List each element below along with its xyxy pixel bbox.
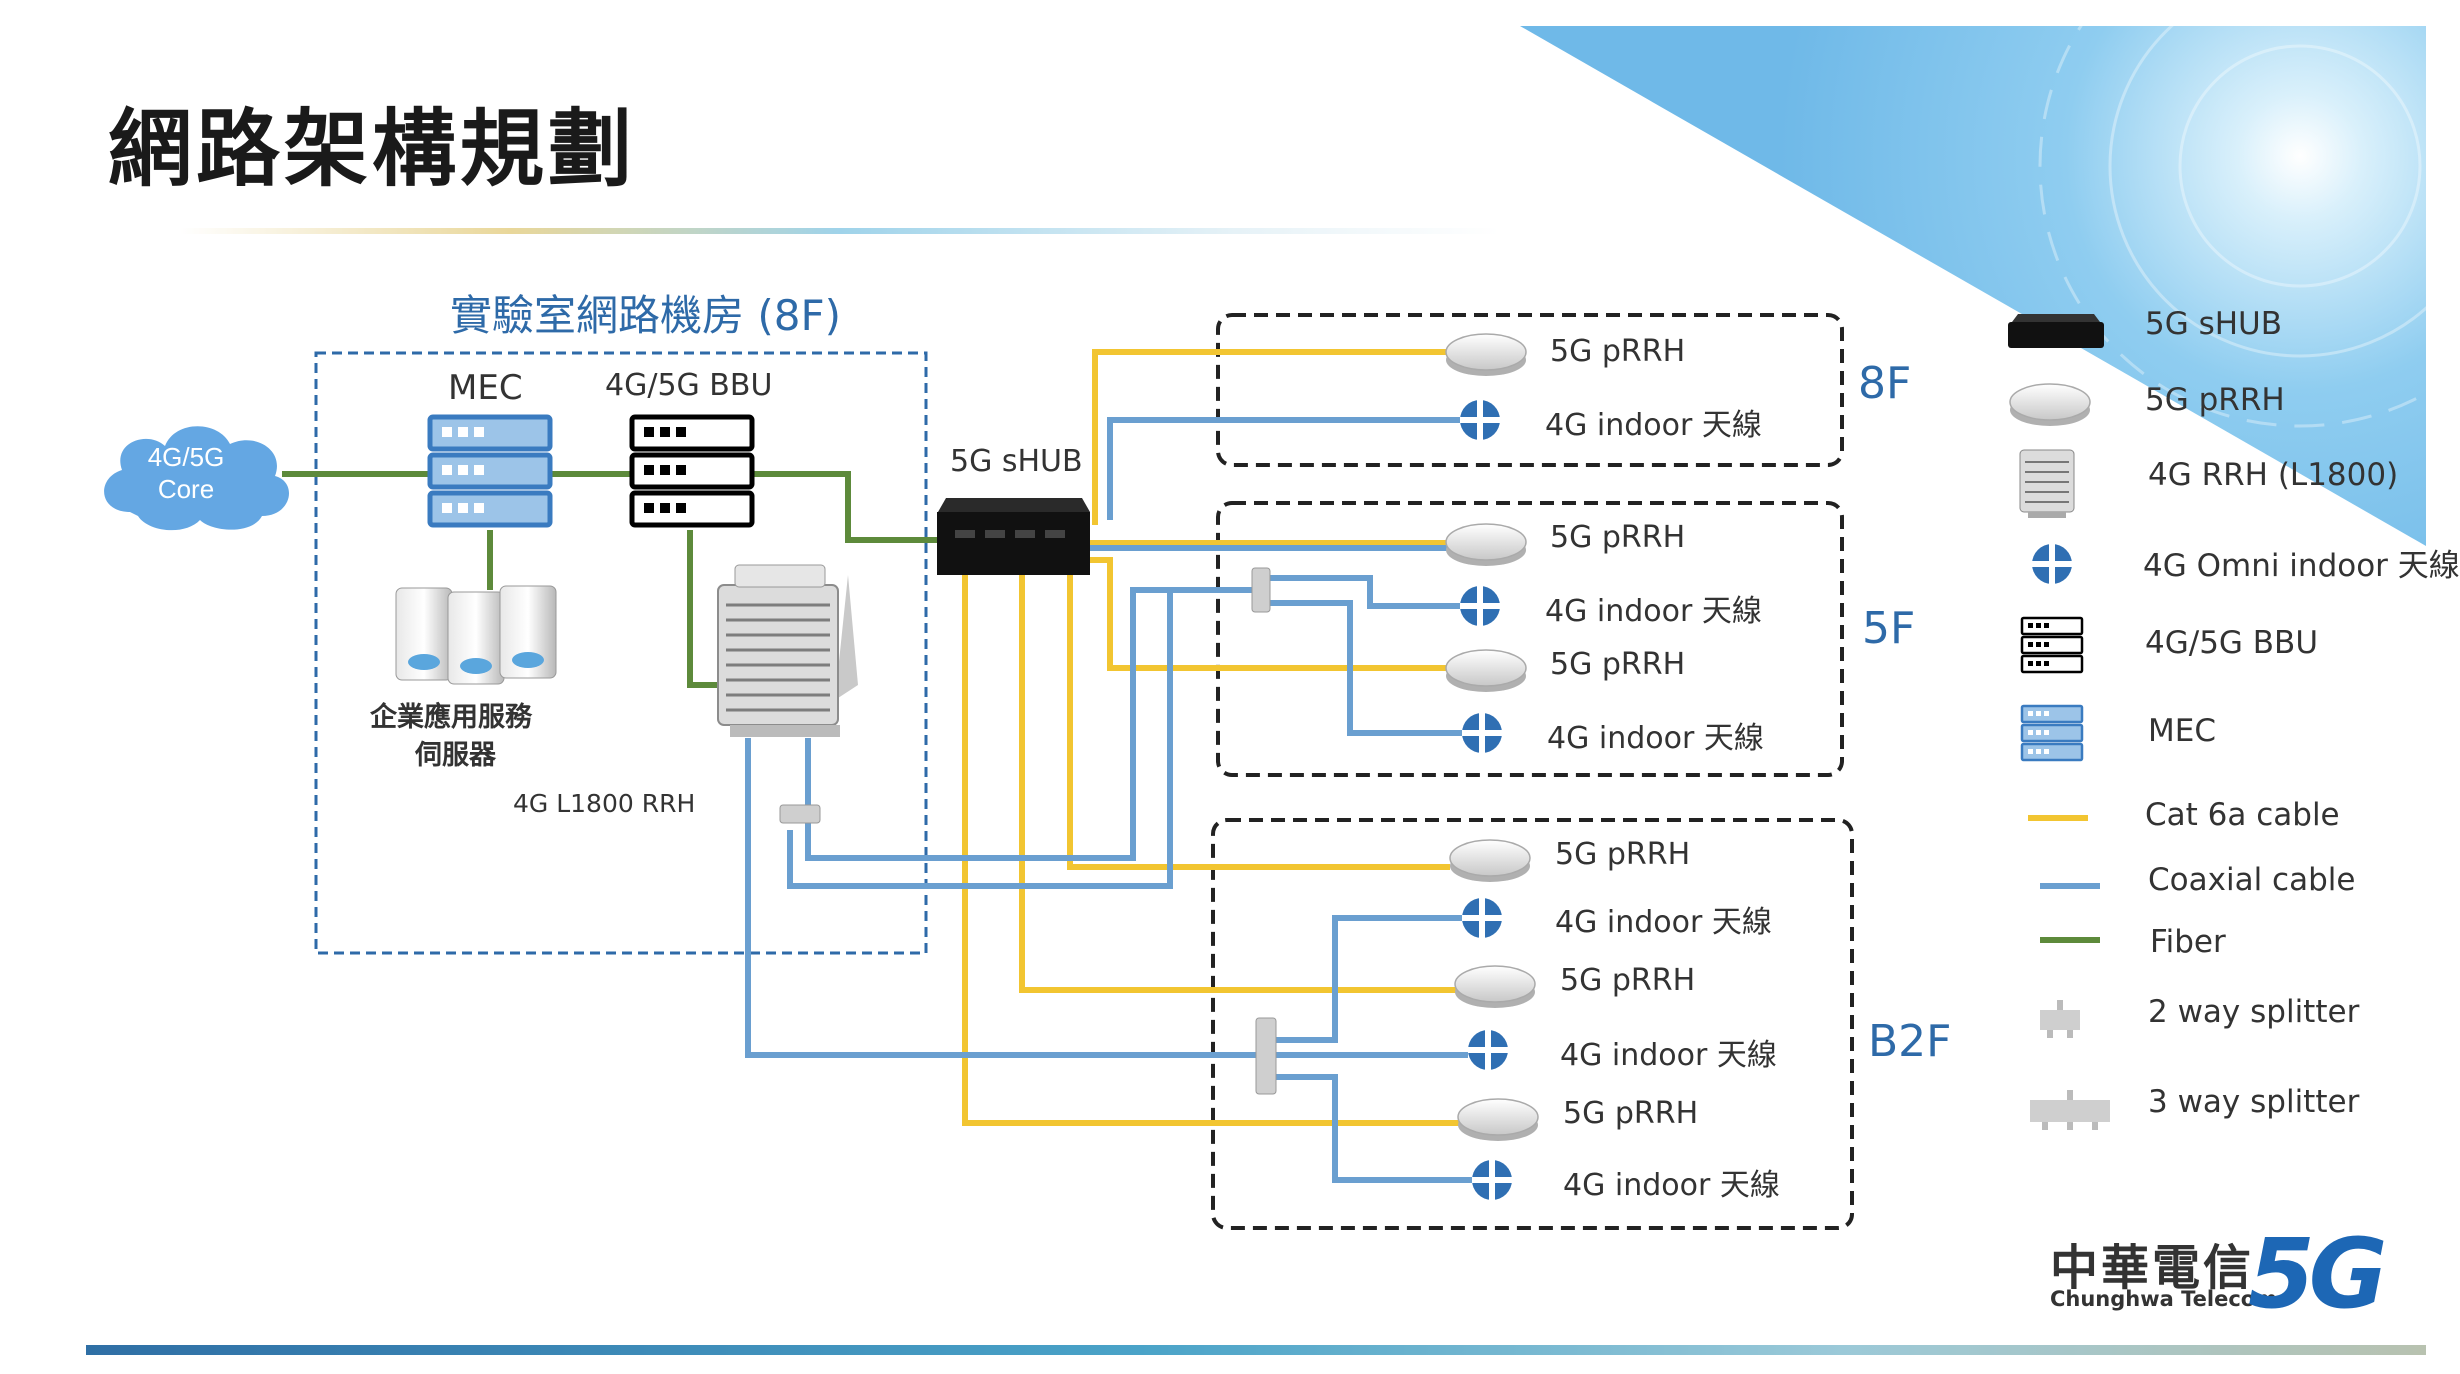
legend-label: Cat 6a cable bbox=[2145, 797, 2340, 833]
core-label-line2: Core bbox=[158, 474, 214, 504]
device-label: 5G pRRH bbox=[1555, 837, 1691, 872]
device-label: 5G pRRH bbox=[1550, 520, 1686, 555]
bbu-label: 4G/5G BBU bbox=[605, 368, 773, 403]
device-label: 5G pRRH bbox=[1550, 647, 1686, 682]
prrh-icon bbox=[1454, 965, 1536, 1009]
floor-8f-boundary bbox=[1216, 313, 1844, 467]
servers-label-line2: 伺服器 bbox=[415, 740, 496, 771]
device-label: 5G pRRH bbox=[1563, 1096, 1699, 1131]
fiber-links bbox=[282, 471, 937, 688]
prrh-icon bbox=[1445, 333, 1527, 377]
core-cloud-icon: 4G/5G Core bbox=[104, 426, 290, 531]
floor-b2f-label: B2F bbox=[1868, 1016, 1952, 1067]
omni-antenna-icon bbox=[1472, 1160, 1512, 1200]
omni-antenna-icon bbox=[1462, 713, 1502, 753]
lab-room-boundary bbox=[314, 351, 928, 955]
servers-icon bbox=[395, 585, 557, 685]
shub-label: 5G sHUB bbox=[950, 444, 1083, 479]
legend-label: 4G RRH (L1800) bbox=[2148, 457, 2399, 493]
coax-links bbox=[745, 417, 1490, 1183]
legend-label: 5G sHUB bbox=[2145, 306, 2283, 342]
title-underline bbox=[180, 228, 1500, 234]
corner-decoration bbox=[1520, 0, 2460, 546]
device-label: 4G indoor 天線 bbox=[1563, 1168, 1780, 1203]
legend-label: Fiber bbox=[2150, 924, 2226, 960]
prrh-icon bbox=[1445, 649, 1527, 693]
splitter-3way-b2f bbox=[1255, 1017, 1277, 1095]
floor-8f-label: 8F bbox=[1858, 358, 1912, 409]
omni-antenna-icon bbox=[1460, 586, 1500, 626]
page-title: 網路架構規劃 bbox=[108, 100, 637, 198]
legend-label: 4G/5G BBU bbox=[2145, 625, 2319, 661]
floor-b2f-boundary bbox=[1211, 818, 1854, 1230]
device-label: 4G indoor 天線 bbox=[1547, 721, 1764, 756]
rrh-label: 4G L1800 RRH bbox=[513, 789, 696, 818]
omni-antenna-icon bbox=[1462, 898, 1502, 938]
legend-label: 5G pRRH bbox=[2145, 382, 2285, 418]
legend-label: Coaxial cable bbox=[2148, 862, 2356, 898]
legend-label: 2 way splitter bbox=[2148, 994, 2360, 1030]
rrh-l1800-icon bbox=[717, 564, 858, 737]
device-label: 4G indoor 天線 bbox=[1555, 905, 1772, 940]
splitter-2way-5f bbox=[1251, 567, 1271, 613]
mec-label: MEC bbox=[448, 368, 523, 408]
legend-label: 3 way splitter bbox=[2148, 1084, 2360, 1120]
splitter-2way-lab bbox=[779, 804, 821, 824]
legend-icons bbox=[2008, 314, 2110, 1130]
device-label: 4G indoor 天線 bbox=[1560, 1038, 1777, 1073]
brand-name-cn: 中華電信 bbox=[2050, 1240, 2255, 1296]
omni-antenna-icon bbox=[1468, 1030, 1508, 1070]
prrh-icon bbox=[1449, 839, 1531, 883]
cat6a-links bbox=[962, 349, 1462, 1126]
servers-label-line1: 企業應用服務 bbox=[370, 702, 532, 733]
brand-5g-logo: 5G bbox=[2248, 1218, 2388, 1330]
prrh-icon bbox=[1457, 1098, 1539, 1142]
floor-5f-label: 5F bbox=[1862, 603, 1916, 654]
core-label-line1: 4G/5G bbox=[148, 442, 225, 472]
lab-room-title: 實驗室網路機房 (8F) bbox=[450, 291, 842, 340]
brand-name-en: Chunghwa Telecom bbox=[2050, 1287, 2278, 1311]
mec-icon bbox=[430, 417, 550, 525]
device-label: 4G indoor 天線 bbox=[1545, 594, 1762, 629]
bbu-icon bbox=[632, 417, 752, 525]
device-label: 4G indoor 天線 bbox=[1545, 408, 1762, 443]
floor-5f-boundary bbox=[1216, 501, 1844, 777]
device-label: 5G pRRH bbox=[1560, 963, 1696, 998]
shub-icon bbox=[937, 498, 1090, 575]
omni-antenna-icon bbox=[1460, 400, 1500, 440]
prrh-icon bbox=[1445, 523, 1527, 567]
device-label: 5G pRRH bbox=[1550, 334, 1686, 369]
legend-label: 4G Omni indoor 天線 bbox=[2143, 548, 2460, 584]
bottom-rule bbox=[86, 1345, 2426, 1355]
legend-label: MEC bbox=[2148, 713, 2216, 749]
